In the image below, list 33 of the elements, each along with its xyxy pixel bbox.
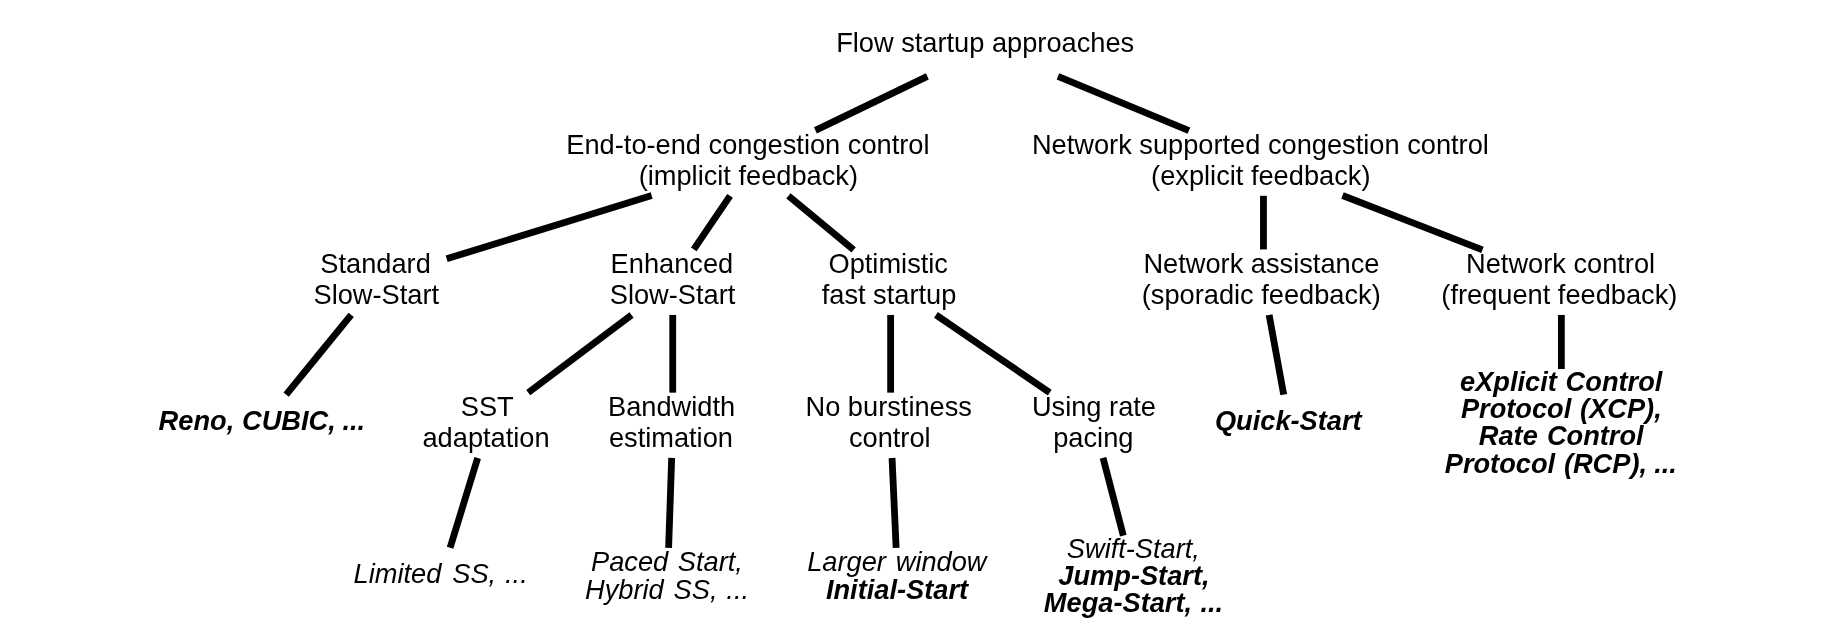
node-text: Optimistic fast startup	[821, 248, 957, 311]
node-text: Network assistance (sporadic feedback)	[1141, 248, 1381, 311]
connector	[1341, 192, 1484, 254]
node-text: Standard Slow-Start	[313, 248, 440, 311]
connector	[786, 193, 856, 253]
node-text: Using rate pacing	[1031, 391, 1156, 454]
connector	[446, 457, 481, 549]
connector	[526, 312, 634, 396]
node-text: No burstiness control	[805, 391, 972, 454]
connector	[1260, 195, 1267, 250]
connector	[813, 73, 929, 134]
connector	[445, 192, 653, 263]
node-text: Limited SS, ...	[353, 558, 528, 590]
connector	[1099, 457, 1127, 537]
connector	[1557, 314, 1565, 370]
node-text: Swift-Start, Jump-Start, Mega-Start, ...	[1043, 532, 1224, 619]
node-text: Larger window Initial-Start	[807, 546, 987, 605]
node-text: Bandwidth estimation	[608, 391, 736, 454]
connector	[1265, 314, 1288, 396]
node-text: Quick-Start	[1214, 405, 1362, 437]
node-text: Reno, CUBIC, ...	[158, 405, 366, 437]
node-text: eXplicit Control Protocol (XCP), Rate Control Protocol (RCP), ...	[1444, 365, 1677, 479]
node-text: Network control (frequent feedback)	[1441, 248, 1678, 311]
node-text: SST adaptation	[422, 391, 550, 454]
node-text: End-to-end congestion control (implicit feedback)	[566, 129, 930, 191]
node-text: Network supported congestion control (explicit feedback)	[1031, 129, 1489, 191]
connector	[690, 193, 733, 252]
node-text: Enhanced Slow-Start	[609, 248, 736, 311]
connector	[1056, 73, 1191, 134]
connector	[934, 312, 1052, 396]
connector	[283, 312, 354, 397]
node-text: Flow startup approaches	[836, 27, 1135, 59]
node-text: Paced Start, Hybrid SS, ...	[585, 546, 750, 605]
